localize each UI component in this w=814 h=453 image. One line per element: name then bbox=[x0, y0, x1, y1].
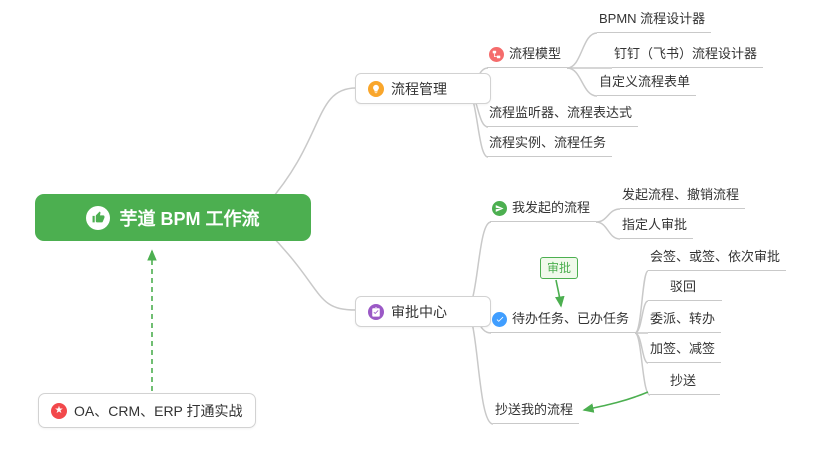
send-icon bbox=[492, 200, 507, 216]
node-delegate-transfer[interactable]: 委派、转办 bbox=[648, 310, 722, 333]
node-oa-crm-erp-practice[interactable]: ★ OA、CRM、ERP 打通实战 bbox=[38, 393, 256, 428]
node-label: 流程模型 bbox=[509, 46, 562, 61]
node-label: 指定人审批 bbox=[622, 217, 688, 232]
approval-flow-arrow bbox=[555, 279, 565, 308]
node-reject[interactable]: 驳回 bbox=[648, 278, 722, 301]
node-label: 流程管理 bbox=[391, 80, 447, 97]
green-arrows bbox=[147, 249, 649, 413]
node-label: 自定义流程表单 bbox=[599, 74, 691, 89]
node-my-initiated[interactable]: 我发起的流程 bbox=[490, 199, 597, 222]
lightbulb-icon bbox=[368, 80, 384, 97]
node-label: 待办任务、已办任务 bbox=[512, 311, 630, 326]
node-label: 委派、转办 bbox=[650, 311, 716, 326]
node-initiate-cancel[interactable]: 发起流程、撤销流程 bbox=[620, 186, 746, 209]
node-cc-my-process[interactable]: 抄送我的流程 bbox=[493, 401, 580, 424]
thumbs-up-icon bbox=[86, 205, 111, 230]
clipboard-check-icon bbox=[368, 303, 384, 320]
node-countersign[interactable]: 会签、或签、依次审批 bbox=[648, 248, 787, 271]
star-glyph: ★ bbox=[54, 404, 64, 416]
node-process-model[interactable]: 流程模型 bbox=[487, 45, 568, 68]
node-label: 会签、或签、依次审批 bbox=[650, 249, 781, 264]
node-label: 流程实例、流程任务 bbox=[489, 135, 607, 150]
node-label: 抄送我的流程 bbox=[495, 402, 574, 417]
node-label: 钉钉（飞书）流程设计器 bbox=[614, 46, 758, 61]
cc-to-cc-my-process-arrow bbox=[582, 391, 649, 413]
node-label: 审批中心 bbox=[391, 303, 447, 320]
flowchart-icon bbox=[489, 46, 504, 62]
node-assignee-approval[interactable]: 指定人审批 bbox=[620, 216, 694, 239]
root-label: 芋道 BPM 工作流 bbox=[119, 208, 260, 229]
node-add-remove-sign[interactable]: 加签、减签 bbox=[648, 340, 722, 363]
node-label: 我发起的流程 bbox=[512, 200, 591, 215]
node-approval-center[interactable]: 审批中心 bbox=[355, 296, 491, 327]
node-label: 发起流程、撤销流程 bbox=[622, 187, 740, 202]
root-node[interactable]: 芋道 BPM 工作流 bbox=[35, 194, 311, 241]
node-bpmn-designer[interactable]: BPMN 流程设计器 bbox=[597, 10, 712, 33]
node-label: 加签、减签 bbox=[650, 341, 716, 356]
check-icon bbox=[492, 311, 507, 327]
star-icon: ★ bbox=[51, 402, 67, 419]
approval-relationship-tag[interactable]: 审批 bbox=[540, 257, 579, 279]
node-label: 驳回 bbox=[669, 279, 696, 294]
node-label: BPMN 流程设计器 bbox=[599, 11, 706, 26]
node-dingtalk-designer[interactable]: 钉钉（飞书）流程设计器 bbox=[612, 45, 764, 68]
node-custom-form[interactable]: 自定义流程表单 bbox=[597, 73, 697, 96]
node-label: OA、CRM、ERP 打通实战 bbox=[74, 402, 243, 419]
node-label: 抄送 bbox=[669, 373, 696, 388]
node-cc[interactable]: 抄送 bbox=[650, 372, 720, 395]
node-listener-expression[interactable]: 流程监听器、流程表达式 bbox=[487, 104, 639, 127]
node-label: 流程监听器、流程表达式 bbox=[489, 105, 633, 120]
node-instance-task[interactable]: 流程实例、流程任务 bbox=[487, 134, 613, 157]
node-todo-done[interactable]: 待办任务、已办任务 bbox=[490, 310, 636, 333]
node-process-management[interactable]: 流程管理 bbox=[355, 73, 491, 104]
